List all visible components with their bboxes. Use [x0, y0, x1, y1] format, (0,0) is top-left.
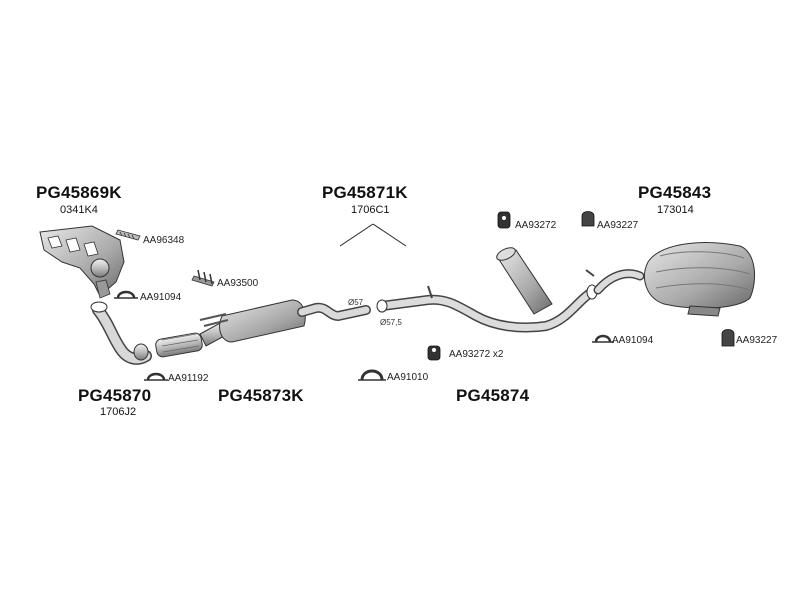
- rear-silencer-part-number[interactable]: PG45843: [638, 183, 712, 202]
- exhaust-manifold-shape[interactable]: [39, 225, 125, 299]
- front-pipe-sub-code: 1706J2: [100, 406, 137, 418]
- accessory-label[interactable]: AA93227: [736, 335, 778, 346]
- clamp-icon[interactable]: [114, 290, 138, 299]
- clamp-icon[interactable]: [592, 334, 614, 343]
- kit-bracket: [339, 223, 407, 247]
- accessory-label[interactable]: AA93500: [217, 278, 259, 289]
- rubber-mount-icon[interactable]: [427, 345, 441, 361]
- manifold-sub-code: 0341K4: [60, 204, 98, 216]
- accessory-label[interactable]: AA91192: [168, 373, 209, 384]
- manifold-part-number[interactable]: PG45869K: [36, 183, 122, 202]
- accessory-label[interactable]: AA93272: [515, 220, 557, 231]
- kit-sub-code: 1706C1: [351, 204, 390, 216]
- accessory-label[interactable]: AA91094: [140, 292, 182, 303]
- middle-pipe-shape[interactable]: [376, 245, 598, 333]
- front-pipe-shape[interactable]: [90, 301, 152, 365]
- middle-pipe-part-number[interactable]: PG45874: [456, 386, 530, 405]
- accessory-label[interactable]: AA93272 x2: [449, 349, 504, 360]
- accessory-label[interactable]: AA91094: [612, 335, 654, 346]
- bolt-kit-icon[interactable]: [191, 269, 215, 287]
- gasket-icon[interactable]: [115, 229, 141, 241]
- hanger-icon[interactable]: [721, 329, 735, 347]
- diameter-label: Ø57: [348, 298, 364, 307]
- clamp-icon[interactable]: [144, 372, 168, 381]
- rear-silencer-shape[interactable]: [585, 242, 756, 317]
- front-pipe-part-number[interactable]: PG45870: [78, 386, 152, 405]
- rubber-mount-icon[interactable]: [497, 211, 511, 229]
- rear-silencer-sub-code: 173014: [657, 204, 694, 216]
- catalyst-shape[interactable]: [155, 299, 371, 358]
- hanger-icon[interactable]: [581, 211, 595, 227]
- clamp-icon[interactable]: [358, 369, 386, 381]
- diameter-label: Ø57,5: [380, 318, 402, 327]
- accessory-label[interactable]: AA96348: [143, 235, 185, 246]
- kit-part-number[interactable]: PG45871K: [322, 183, 408, 202]
- accessory-label[interactable]: AA91010: [387, 372, 429, 383]
- accessory-label[interactable]: AA93227: [597, 220, 639, 231]
- catalyst-part-number[interactable]: PG45873K: [218, 386, 304, 405]
